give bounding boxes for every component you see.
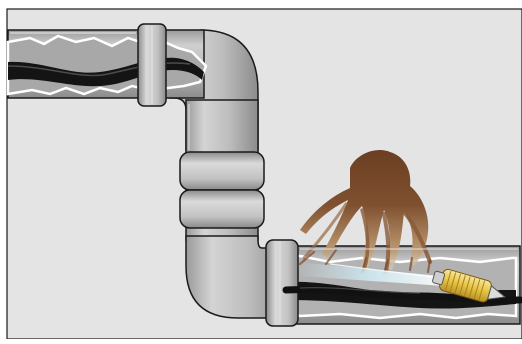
lower-collar xyxy=(266,240,298,326)
vertical-collar-bottom xyxy=(180,190,264,228)
vertical-collar-top xyxy=(180,152,264,190)
